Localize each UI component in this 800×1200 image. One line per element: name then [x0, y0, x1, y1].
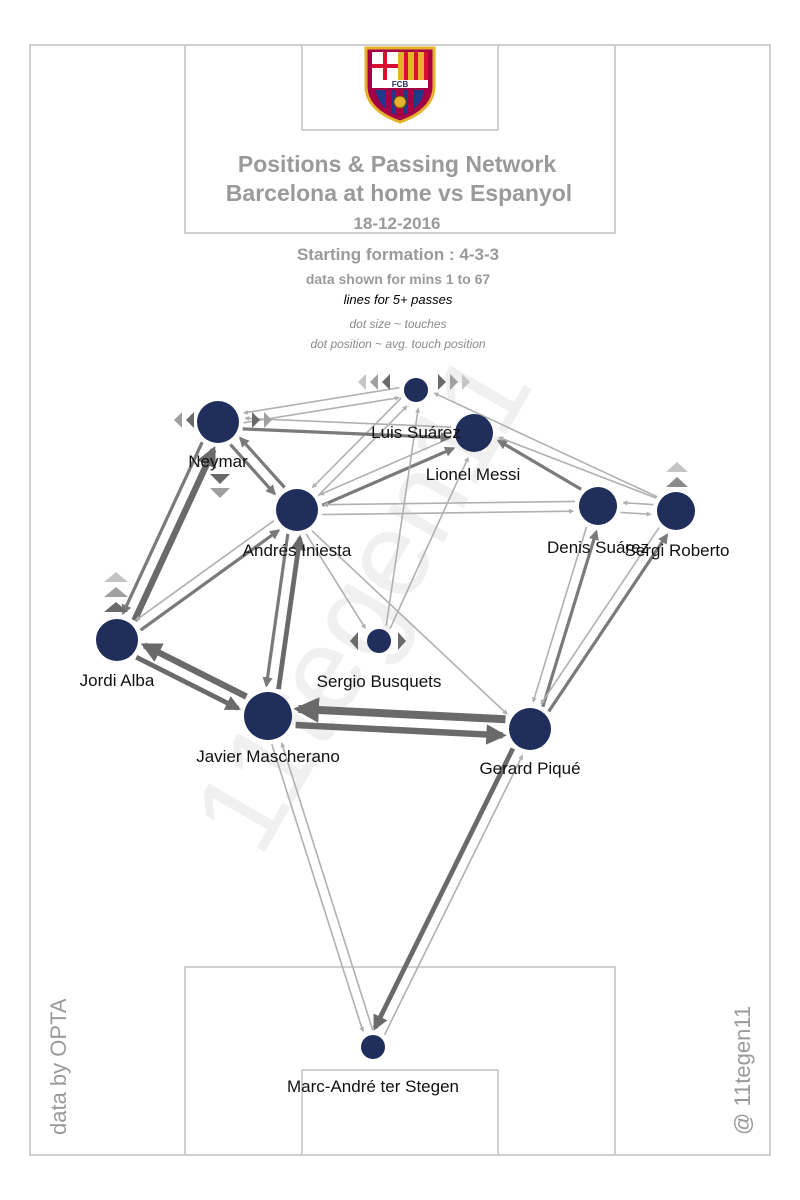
- pass-lines: [121, 386, 669, 1036]
- player-node-terstegen[interactable]: [361, 1035, 385, 1059]
- pass-line-alba-to-iniesta: [139, 529, 281, 632]
- player-node-pique[interactable]: [509, 708, 551, 750]
- pass-line-iniesta-to-mascherano: [262, 533, 290, 688]
- badge-text: FCB: [392, 80, 409, 89]
- pass-line-mascherano-to-alba: [140, 642, 248, 700]
- player-node-neymar[interactable]: [197, 401, 239, 443]
- pass-line-busquets-to-messi: [389, 456, 469, 629]
- pass-line-denis-to-iniesta: [322, 500, 575, 508]
- player-label-sergi: Sergi Roberto: [625, 541, 730, 560]
- title-line-1: Positions & Passing Network: [238, 151, 556, 177]
- pass-line-neymar-to-alba: [121, 441, 204, 615]
- pass-line-iniesta-to-pique: [311, 530, 508, 715]
- busquets-direction-arrows: [350, 632, 406, 650]
- pass-line-pique-to-denis: [541, 529, 599, 708]
- dot-position-note: dot position ~ avg. touch position: [310, 337, 485, 351]
- player-label-messi: Lionel Messi: [426, 465, 521, 484]
- player-label-pique: Gerard Piqué: [479, 759, 580, 778]
- fcb-badge: FCB: [364, 46, 436, 124]
- direction-indicators: [104, 374, 688, 650]
- suarez-direction-arrows: [358, 374, 470, 390]
- player-label-denis: Denis Suárez: [547, 538, 649, 557]
- player-node-mascherano[interactable]: [244, 692, 292, 740]
- player-node-denis[interactable]: [579, 487, 617, 525]
- pass-line-pique-to-mascherano: [293, 697, 506, 724]
- lines-note: lines for 5+ passes: [344, 292, 453, 307]
- player-label-neymar: Neymar: [188, 452, 248, 471]
- player-node-iniesta[interactable]: [276, 489, 318, 531]
- title-line-2: Barcelona at home vs Espanyol: [226, 180, 572, 206]
- pass-line-iniesta-to-messi: [321, 446, 456, 507]
- player-node-messi[interactable]: [455, 414, 493, 452]
- pitch-markings: [29, 44, 771, 1156]
- formation-text: Starting formation : 4-3-3: [297, 245, 499, 264]
- pass-line-iniesta-to-alba: [135, 520, 275, 621]
- bottom-six-yard-box: [301, 1069, 499, 1156]
- pass-line-suarez-to-neymar: [242, 386, 400, 415]
- player-label-alba: Jordi Alba: [80, 671, 155, 690]
- pass-line-sergi-to-pique: [540, 526, 660, 705]
- pass-line-suarez-to-iniesta: [311, 397, 402, 489]
- credit-opta: data by OPTA: [46, 998, 71, 1135]
- pass-line-mascherano-to-terstegen: [271, 743, 365, 1033]
- pass-line-neymar-to-iniesta: [229, 443, 276, 496]
- player-label-suarez: Luis Suárez: [371, 423, 461, 442]
- sergi-direction-arrows: [666, 462, 688, 487]
- pass-line-terstegen-to-mascherano: [280, 742, 374, 1031]
- pass-line-terstegen-to-pique: [383, 754, 524, 1036]
- pass-line-pique-to-sergi: [547, 533, 669, 713]
- pass-line-alba-to-neymar: [131, 445, 217, 622]
- pass-line-denis-to-pique: [531, 526, 588, 703]
- player-node-alba[interactable]: [96, 619, 138, 661]
- pass-line-iniesta-to-busquets: [305, 533, 366, 630]
- pass-line-denis-to-sergi: [620, 511, 652, 517]
- pass-line-sergi-to-denis: [622, 500, 654, 506]
- pass-line-iniesta-to-neymar: [239, 436, 286, 489]
- pass-line-mascherano-to-pique: [295, 721, 507, 745]
- player-node-busquets[interactable]: [367, 629, 391, 653]
- top-six-yard-box: [301, 44, 499, 131]
- player-label-mascherano: Javier Mascherano: [196, 747, 340, 766]
- pass-line-mascherano-to-iniesta: [276, 534, 306, 690]
- pass-line-sergi-to-suarez: [433, 392, 658, 498]
- player-label-iniesta: Andrés Iniesta: [243, 541, 352, 560]
- match-date: 18-12-2016: [354, 214, 441, 233]
- player-label-busquets: Sergio Busquets: [317, 672, 442, 691]
- alba-direction-arrows: [104, 572, 128, 612]
- player-label-terstegen: Marc-André ter Stegen: [287, 1077, 459, 1096]
- neymar-direction-arrows: [174, 412, 272, 498]
- pass-line-messi-to-neymar: [244, 415, 452, 428]
- pass-line-iniesta-to-denis: [322, 508, 575, 516]
- dot-size-note: dot size ~ touches: [349, 317, 446, 331]
- player-node-sergi[interactable]: [657, 492, 695, 530]
- pass-line-iniesta-to-suarez: [317, 405, 408, 497]
- pass-line-alba-to-mascherano: [135, 655, 241, 711]
- bottom-penalty-box: [184, 966, 616, 1156]
- player-nodes: [96, 378, 695, 1059]
- pass-line-denis-to-messi: [496, 439, 582, 491]
- player-node-suarez[interactable]: [404, 378, 428, 402]
- pass-line-busquets-to-suarez: [385, 407, 421, 627]
- pass-line-messi-to-iniesta: [318, 436, 452, 496]
- pass-line-pique-to-terstegen: [372, 747, 516, 1031]
- credit-11tegen11: @ 11tegen11: [730, 1006, 755, 1135]
- minutes-text: data shown for mins 1 to 67: [306, 271, 491, 287]
- pass-line-sergi-to-messi: [498, 436, 657, 499]
